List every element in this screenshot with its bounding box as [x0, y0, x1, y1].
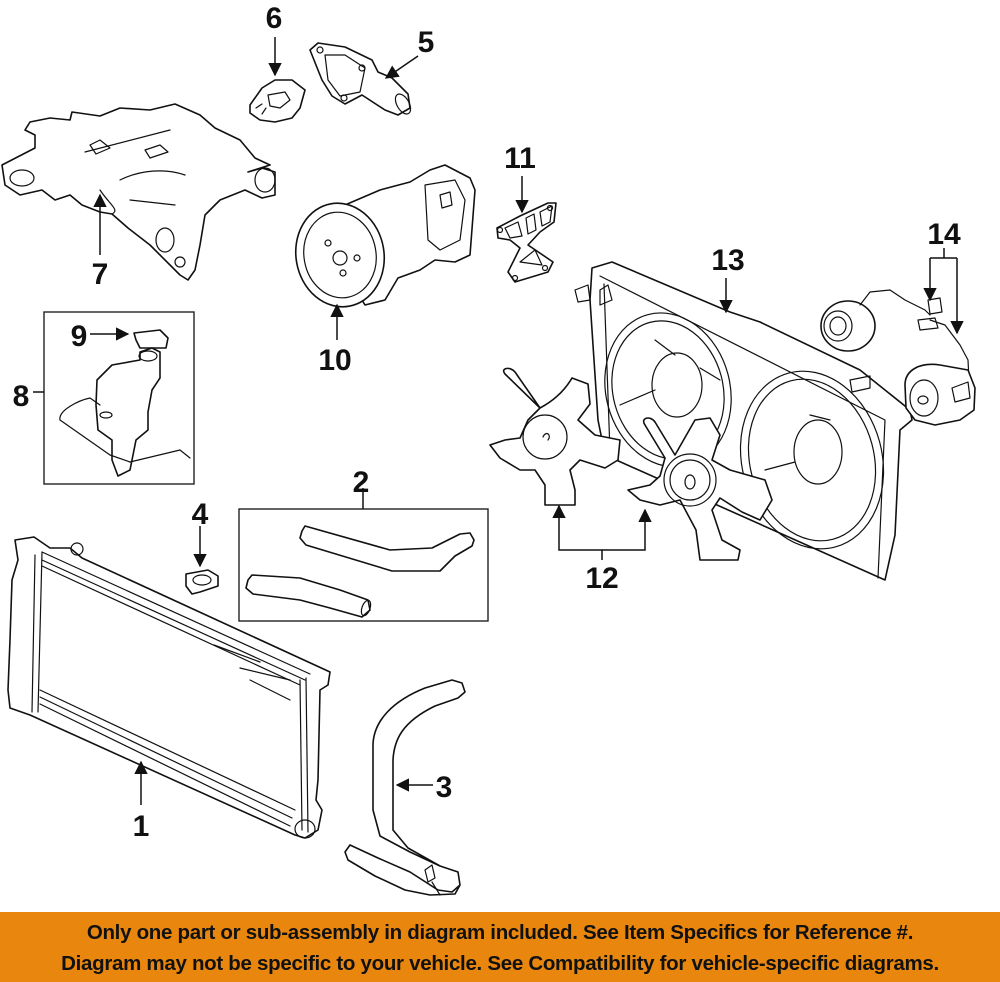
- leader-12b: [602, 508, 652, 551]
- callout-14: 14: [927, 218, 961, 251]
- callout-3: 3: [436, 771, 453, 804]
- callout-11: 11: [504, 142, 536, 175]
- callout-10: 10: [318, 344, 351, 377]
- part-fan-blade-left[interactable]: [489, 367, 621, 506]
- disclaimer-line-1: Only one part or sub-assembly in diagram…: [86, 921, 914, 944]
- callout-labels: 6 5 7 9 8 10 11 13 14 12 2 4 1 3: [13, 2, 961, 843]
- disclaimer-line-2: Diagram may not be specific to your vehi…: [61, 952, 939, 975]
- callout-9: 9: [71, 320, 88, 353]
- callout-5: 5: [418, 26, 435, 59]
- callout-6: 6: [266, 2, 283, 35]
- callout-7: 7: [92, 258, 109, 291]
- part-water-pump[interactable]: [288, 164, 476, 314]
- part-coolant-reservoir[interactable]: [59, 347, 191, 477]
- leader-lines: [33, 37, 964, 805]
- part-radiator-cap[interactable]: [185, 569, 219, 595]
- callout-2: 2: [353, 466, 370, 499]
- part-thermostat[interactable]: [249, 79, 306, 123]
- callout-12: 12: [585, 562, 618, 595]
- part-water-outlet-housing[interactable]: [1, 103, 276, 281]
- leader-14a: [930, 248, 957, 300]
- part-water-pump-gasket[interactable]: [496, 202, 557, 283]
- part-radiator[interactable]: [7, 536, 331, 839]
- part-thermostat-housing[interactable]: [309, 42, 414, 117]
- part-fan-blade-right[interactable]: [627, 417, 773, 561]
- disclaimer-banner: Only one part or sub-assembly in diagram…: [0, 912, 1000, 982]
- callout-13: 13: [711, 244, 744, 277]
- part-radiator-hoses[interactable]: [245, 525, 475, 618]
- callout-8: 8: [13, 380, 30, 413]
- part-lower-radiator-hose[interactable]: [344, 679, 466, 896]
- leader-5: [384, 55, 419, 79]
- callout-4: 4: [192, 498, 209, 531]
- callout-1: 1: [133, 810, 150, 843]
- leader-12a: [552, 504, 603, 560]
- reservoir-group-box: [43, 311, 195, 485]
- parts-diagram: 6 5 7 9 8 10 11 13 14 12 2 4 1 3: [1, 2, 976, 896]
- part-reservoir-cap[interactable]: [133, 329, 169, 349]
